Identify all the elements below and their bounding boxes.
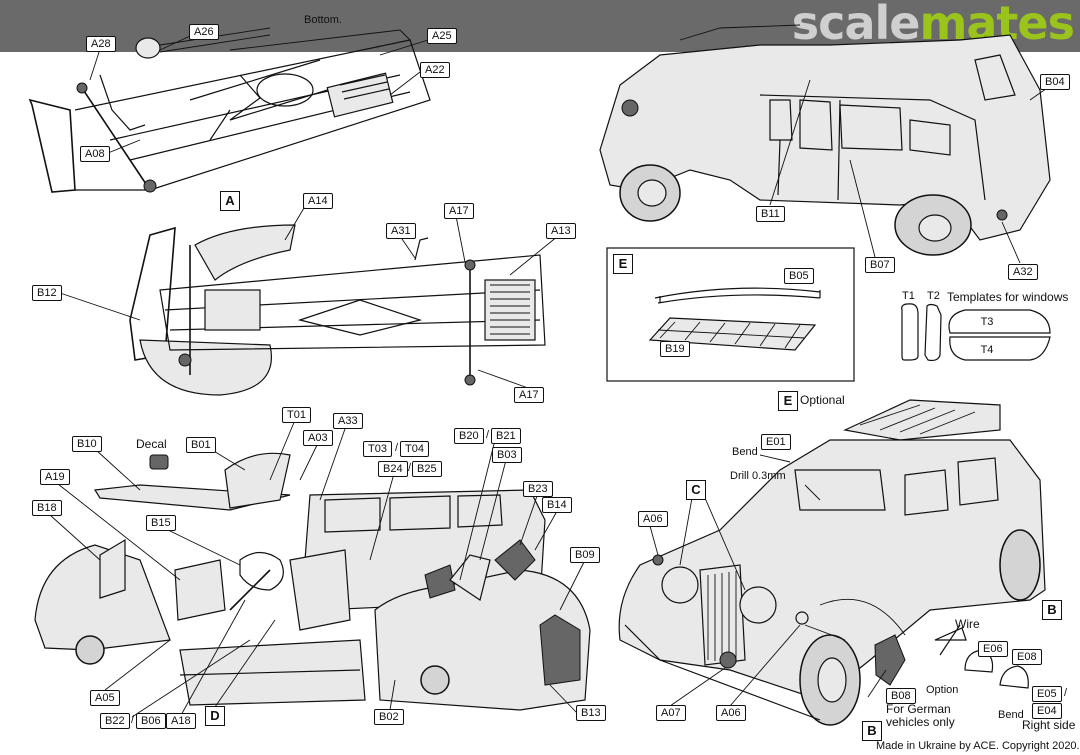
slash-b22-b06: /	[131, 714, 135, 726]
part-label-b23[interactable]: B23	[523, 481, 553, 497]
part-label-t03[interactable]: T03	[363, 441, 392, 457]
part-label-a03[interactable]: A03	[303, 430, 333, 446]
slash-b20-b21: /	[486, 429, 490, 441]
car-rear-view	[599, 24, 1051, 256]
part-label-a08[interactable]: A08	[80, 146, 110, 162]
right-side-note: Right side	[1022, 718, 1076, 732]
box-e-frame	[606, 247, 855, 382]
part-label-b04[interactable]: B04	[1040, 74, 1070, 90]
part-label-a18[interactable]: A18	[166, 713, 196, 729]
part-label-a06-top[interactable]: A06	[638, 511, 668, 527]
part-label-b02[interactable]: B02	[374, 709, 404, 725]
block-marker-b-right[interactable]: B	[1042, 600, 1062, 620]
part-label-b22[interactable]: B22	[100, 713, 130, 729]
part-label-b24[interactable]: B24	[378, 461, 408, 477]
roof-rack-parts	[648, 287, 821, 351]
part-label-e06[interactable]: E06	[978, 641, 1008, 657]
scalemates-logo[interactable]: scalemates	[791, 0, 1075, 50]
part-label-a17-top[interactable]: A17	[444, 203, 474, 219]
part-label-a14[interactable]: A14	[303, 193, 333, 209]
part-label-a06-bottom[interactable]: A06	[716, 705, 746, 721]
block-marker-d[interactable]: D	[205, 706, 225, 726]
templates-title: Templates for windows	[947, 290, 1069, 304]
part-label-b21[interactable]: B21	[491, 428, 521, 444]
block-marker-e-roof[interactable]: E	[778, 391, 798, 411]
bend-note: Bend	[732, 446, 758, 458]
wire-note: Wire	[955, 617, 980, 631]
part-label-a05[interactable]: A05	[90, 690, 120, 706]
part-label-b10[interactable]: B10	[72, 436, 102, 452]
part-label-a22[interactable]: A22	[420, 62, 450, 78]
assembled-car	[618, 399, 1046, 726]
slash-b24-b25: /	[408, 462, 412, 474]
decal-note: Decal	[136, 437, 167, 451]
part-label-e08[interactable]: E08	[1012, 649, 1042, 665]
exploded-car-body	[34, 452, 591, 711]
option-note: Option	[926, 684, 959, 696]
part-label-b20[interactable]: B20	[454, 428, 484, 444]
german-note-line1: For German	[886, 702, 951, 716]
part-label-a26[interactable]: A26	[189, 24, 219, 40]
leader-lines	[49, 35, 1051, 718]
part-label-a32[interactable]: A32	[1008, 264, 1038, 280]
part-label-e05[interactable]: E05	[1032, 686, 1062, 702]
part-label-b13[interactable]: B13	[576, 705, 606, 721]
part-label-b25[interactable]: B25	[412, 461, 442, 477]
part-label-a31[interactable]: A31	[386, 223, 416, 239]
chassis-top-view	[129, 224, 546, 396]
part-label-b05[interactable]: B05	[784, 268, 814, 284]
part-label-e01[interactable]: E01	[761, 434, 791, 450]
part-label-e04[interactable]: E04	[1032, 703, 1062, 719]
part-label-a28[interactable]: A28	[86, 36, 116, 52]
template-label-t3: T3	[980, 316, 994, 328]
part-label-b09[interactable]: B09	[570, 547, 600, 563]
part-label-b08[interactable]: B08	[886, 688, 916, 704]
part-label-b19[interactable]: B19	[660, 341, 690, 357]
part-label-b12[interactable]: B12	[32, 285, 62, 301]
block-marker-a[interactable]: A	[220, 191, 240, 211]
chassis-bottom-view	[28, 27, 431, 193]
chassis-bottom-title: Bottom.	[304, 14, 342, 26]
part-label-b07[interactable]: B07	[865, 257, 895, 273]
part-label-t04[interactable]: T04	[400, 441, 429, 457]
footer-credit: Made in Ukraine by ACE. Copyright 2020.	[876, 740, 1080, 752]
drill-note: Drill 0.3mm	[730, 470, 786, 482]
part-label-b06[interactable]: B06	[136, 713, 166, 729]
part-label-b18[interactable]: B18	[32, 500, 62, 516]
block-marker-e-box[interactable]: E	[613, 254, 633, 274]
part-label-a33[interactable]: A33	[333, 413, 363, 429]
part-label-a19[interactable]: A19	[40, 469, 70, 485]
german-note-line2: vehicles only	[886, 715, 955, 729]
window-templates	[901, 303, 1051, 362]
part-label-b03[interactable]: B03	[492, 447, 522, 463]
header-bar: scalemates	[0, 0, 1080, 52]
template-label-t2: T2	[927, 290, 940, 302]
part-label-b11[interactable]: B11	[756, 206, 785, 222]
bend-note-lower: Bend	[998, 709, 1024, 721]
block-marker-c[interactable]: C	[686, 480, 706, 500]
part-label-b01[interactable]: B01	[186, 437, 216, 453]
part-label-a13[interactable]: A13	[546, 223, 576, 239]
part-label-a07[interactable]: A07	[656, 705, 686, 721]
part-label-b15[interactable]: B15	[146, 515, 176, 531]
part-label-a25[interactable]: A25	[427, 28, 457, 44]
template-label-t1: T1	[902, 290, 915, 302]
slash-e05-e04: /	[1064, 687, 1068, 699]
template-label-t4: T4	[980, 344, 994, 356]
part-label-a17-bottom[interactable]: A17	[514, 387, 544, 403]
block-marker-b-bottom[interactable]: B	[862, 721, 882, 741]
part-label-t01[interactable]: T01	[282, 407, 311, 423]
part-label-b14[interactable]: B14	[542, 497, 572, 513]
optional-note: Optional	[800, 393, 845, 407]
slash-t03-t04: /	[395, 442, 399, 454]
